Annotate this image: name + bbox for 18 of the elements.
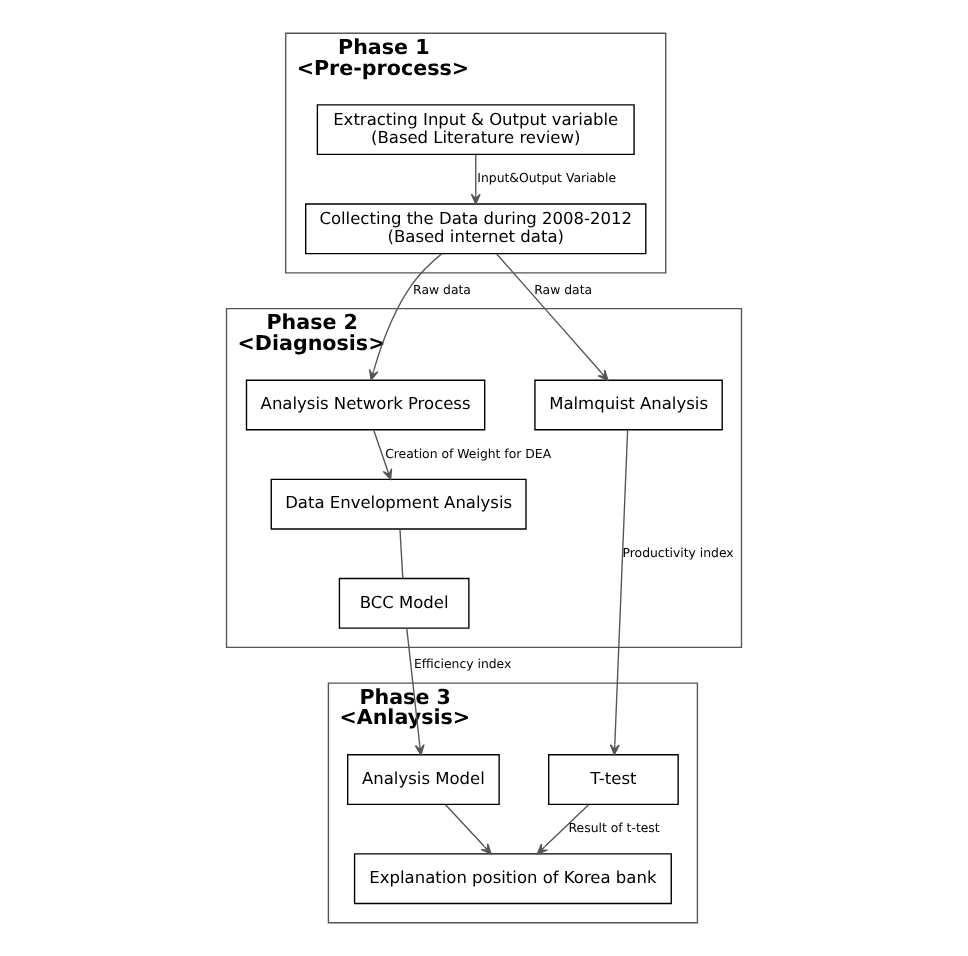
node-box: Data Envelopment Analysis — [270, 478, 527, 530]
node-box: Analysis Network Process — [245, 379, 486, 431]
arrow — [368, 252, 443, 381]
arrow — [609, 429, 629, 756]
arrow — [470, 154, 481, 205]
node-box: BCC Model — [338, 577, 470, 629]
node-box: Collecting the Data during 2008-2012 (Based internet data) — [305, 203, 647, 255]
connector — [399, 528, 404, 580]
node-box: Explanation position of Korea bank — [353, 853, 672, 905]
arrow — [536, 804, 590, 855]
node-box: Extracting Input & Output variable (Based Literature review) — [316, 104, 635, 156]
arrow — [406, 627, 425, 756]
node-box: Analysis Model — [347, 754, 500, 805]
arrow — [373, 429, 393, 480]
arrow — [496, 253, 609, 381]
arrow — [444, 804, 492, 855]
node-box: Malmquist Analysis — [534, 379, 723, 431]
node-box: T-test — [548, 754, 679, 805]
